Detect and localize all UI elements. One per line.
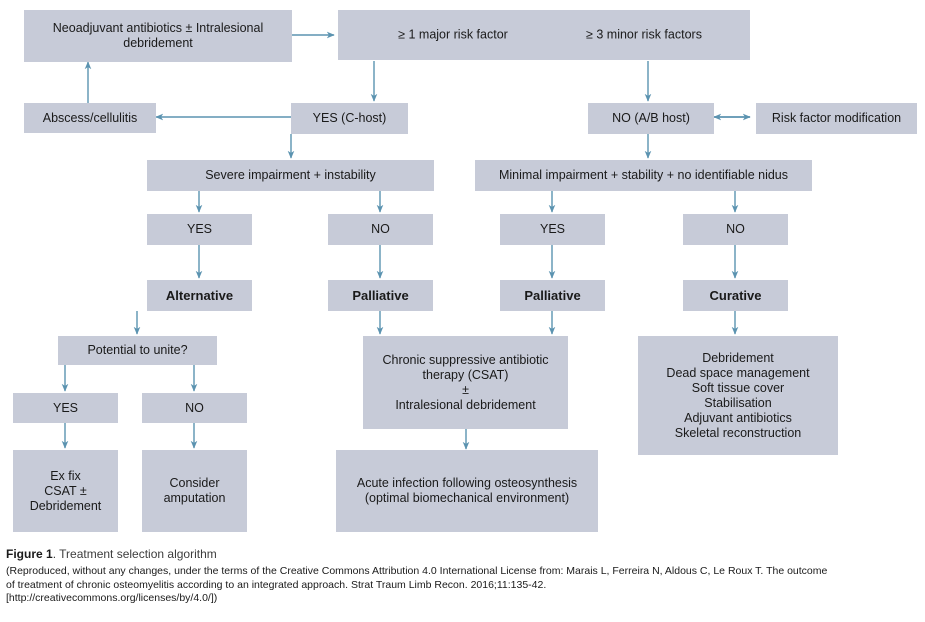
figure-caption: Figure 1. Treatment selection algorithm … [6,546,921,606]
node-neoadjuvant-antibiotics[interactable]: Neoadjuvant antibiotics ± Intralesional … [24,10,292,62]
node-acute-infection[interactable]: Acute infection following osteosynthesis… [336,450,598,532]
node-curative[interactable]: Curative [683,280,788,311]
node-consider-amputation[interactable]: Consider amputation [142,450,247,532]
caption-credit-line-3: [http://creativecommons.org/licenses/by/… [6,592,218,604]
node-minimal-no[interactable]: NO [683,214,788,245]
caption-credit: (Reproduced, without any changes, under … [6,565,921,606]
node-palliative-left[interactable]: Palliative [328,280,433,311]
caption-title-line: Figure 1. Treatment selection algorithm [6,546,921,562]
risk-major-label: ≥ 1 major risk factor [398,27,508,42]
node-unite-yes[interactable]: YES [13,393,118,423]
node-minimal-yes[interactable]: YES [500,214,605,245]
figure-label: Figure 1 [6,547,53,561]
node-severe-no[interactable]: NO [328,214,433,245]
node-ex-fix[interactable]: Ex fix CSAT ± Debridement [13,450,118,532]
node-no-ab-host[interactable]: NO (A/B host) [588,103,714,134]
node-yes-c-host[interactable]: YES (C-host) [291,103,408,134]
node-potential-to-unite[interactable]: Potential to unite? [58,336,217,365]
node-csat[interactable]: Chronic suppressive antibiotic therapy (… [363,336,568,429]
node-risk-factor-modification[interactable]: Risk factor modification [756,103,917,134]
node-abscess-cellulitis[interactable]: Abscess/cellulitis [24,103,156,133]
node-curative-steps[interactable]: Debridement Dead space management Soft t… [638,336,838,455]
node-severe-impairment[interactable]: Severe impairment + instability [147,160,434,191]
node-minimal-impairment[interactable]: Minimal impairment + stability + no iden… [475,160,812,191]
node-severe-yes[interactable]: YES [147,214,252,245]
node-alternative[interactable]: Alternative [147,280,252,311]
figure-title: . Treatment selection algorithm [52,547,217,561]
node-unite-no[interactable]: NO [142,393,247,423]
flowchart: Neoadjuvant antibiotics ± Intralesional … [13,10,917,532]
node-risk-factors[interactable]: ≥ 1 major risk factor ≥ 3 minor risk fac… [338,10,750,60]
risk-minor-label: ≥ 3 minor risk factors [586,27,702,42]
caption-credit-line-2: of treatment of chronic osteomyelitis ac… [6,578,547,591]
node-palliative-right[interactable]: Palliative [500,280,605,311]
caption-credit-line-1: (Reproduced, without any changes, under … [6,565,828,577]
